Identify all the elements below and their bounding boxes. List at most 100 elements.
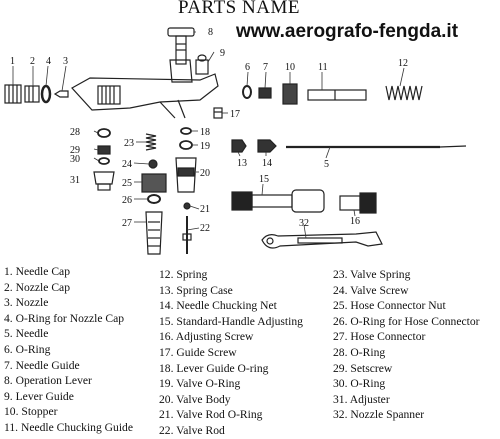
parts-list-item: 24. Valve Screw	[333, 283, 409, 297]
callout-3: 3	[63, 56, 68, 67]
part-nozzle-cap	[24, 85, 40, 103]
parts-list-item: 14. Needle Chucking Net	[159, 299, 277, 313]
parts-list-item: 17. Guide Screw	[159, 345, 237, 359]
part-handle	[231, 189, 325, 213]
callout-6: 6	[245, 62, 250, 73]
callout-30: 30	[70, 154, 80, 165]
parts-list-column-2: 12. Spring 13. Spring Case 14. Needle Ch…	[159, 267, 303, 439]
callout-2: 2	[30, 56, 35, 67]
parts-list-item: 5. Needle	[4, 327, 49, 341]
parts-list-item: 13. Spring Case	[159, 283, 233, 297]
parts-list-item: 28. O-Ring	[333, 345, 386, 359]
callout-12: 12	[398, 58, 408, 69]
callout-27: 27	[122, 218, 132, 229]
part-guide-screw	[213, 107, 223, 119]
callout-8: 8	[208, 27, 213, 38]
parts-list-item: 30. O-Ring	[333, 377, 386, 391]
parts-list-item: 32. Nozzle Spanner	[333, 408, 425, 422]
parts-list-item: 20. Valve Body	[159, 392, 231, 406]
part-oring-nozzle-cap	[40, 84, 52, 104]
part-oring-30	[98, 157, 110, 165]
callout-31: 31	[70, 175, 80, 186]
parts-list-item: 9. Lever Guide	[4, 389, 74, 403]
part-oring-28	[97, 128, 111, 138]
callout-32: 32	[299, 218, 309, 229]
callout-24: 24	[122, 159, 132, 170]
parts-list-item: 12. Spring	[159, 268, 208, 281]
callout-7: 7	[263, 62, 268, 73]
part-needle-chucking-guide	[307, 89, 367, 101]
part-spring	[385, 85, 423, 101]
callout-9: 9	[220, 48, 225, 59]
parts-list-item: 16. Adjusting Screw	[159, 330, 254, 344]
parts-list-item: 18. Lever Guide O-ring	[159, 361, 269, 375]
part-stopper	[282, 83, 298, 105]
parts-list-item: 29. Setscrew	[333, 361, 393, 375]
parts-list-item: 31. Adjuster	[333, 392, 390, 406]
part-setscrew	[97, 145, 111, 155]
parts-list-item: 19. Valve O-Ring	[159, 377, 241, 391]
part-operation-lever	[167, 27, 195, 65]
callout-25: 25	[122, 178, 132, 189]
part-oring-hose-connector	[147, 194, 161, 204]
part-valve-rod	[182, 216, 192, 254]
parts-list-item: 8. Operation Lever	[4, 374, 92, 388]
callout-26: 26	[122, 195, 132, 206]
parts-list-item: 4. O-Ring for Nozzle Cap	[4, 311, 125, 325]
callout-23: 23	[124, 138, 134, 149]
part-lever-guide-oring	[180, 127, 192, 135]
part-adjusting-screw	[339, 192, 377, 214]
part-valve-body	[175, 157, 197, 193]
parts-list-item: 1. Needle Cap	[4, 265, 70, 278]
part-adjuster	[93, 171, 115, 191]
parts-list-item: 26. O-Ring for Hose Connector	[333, 314, 480, 328]
part-nozzle	[53, 90, 69, 98]
parts-list-item: 25. Hose Connector Nut	[333, 299, 446, 313]
part-needle-cap	[4, 84, 22, 104]
callout-16: 16	[350, 216, 360, 227]
callout-13: 13	[237, 158, 247, 169]
callout-17: 17	[230, 109, 240, 120]
parts-list-item: 2. Nozzle Cap	[4, 280, 70, 294]
website-url: www.aerografo-fengda.it	[236, 21, 459, 42]
part-valve-spring	[145, 133, 157, 151]
part-spring-case	[231, 139, 247, 153]
parts-list-item: 22. Valve Rod	[159, 423, 225, 437]
part-valve-oring	[179, 140, 193, 150]
callout-10: 10	[285, 62, 295, 73]
callout-20: 20	[200, 168, 210, 179]
callout-21: 21	[200, 204, 210, 215]
parts-list-item: 27. Hose Connector	[333, 330, 426, 344]
callout-11: 11	[318, 62, 328, 73]
callout-1: 1	[10, 56, 15, 67]
parts-list-item: 3. Nozzle	[4, 296, 49, 310]
part-oring-6	[242, 85, 252, 99]
callout-4: 4	[46, 56, 51, 67]
parts-list-item: 6. O-Ring	[4, 342, 51, 356]
callout-22: 22	[200, 223, 210, 234]
part-valve-screw	[148, 159, 158, 169]
callout-14: 14	[262, 158, 272, 169]
page-title: PARTS NAME	[178, 0, 300, 18]
callout-29: 29	[70, 145, 80, 156]
parts-list-item: 15. Standard-Handle Adjusting	[159, 314, 303, 328]
parts-list-item: 7. Needle Guide	[4, 358, 80, 372]
part-lever-guide	[195, 54, 209, 75]
parts-list-item: 23. Valve Spring	[333, 268, 411, 281]
parts-list-item: 11. Needle Chucking Guide	[4, 420, 134, 434]
parts-list-item: 21. Valve Rod O-Ring	[159, 408, 263, 422]
parts-list-column-1: 1. Needle Cap 2. Nozzle Cap 3. Nozzle 4.…	[4, 264, 133, 436]
parts-list-column-3: 23. Valve Spring 24. Valve Screw 25. Hos…	[333, 267, 480, 423]
exploded-parts-diagram: 1 2 4 3 8 9 6 7 10 11 12 17 28 29 30 31 …	[4, 27, 467, 255]
part-needle-chucking-net	[257, 139, 277, 153]
part-nozzle-spanner	[261, 231, 383, 249]
part-needle-guide	[258, 87, 272, 99]
part-hose-connector	[145, 211, 163, 255]
parts-list-item: 10. Stopper	[4, 405, 58, 419]
part-hose-connector-nut	[141, 173, 167, 193]
leader-lines	[12, 31, 405, 239]
part-needle	[286, 145, 467, 149]
part-valve-rod-oring	[183, 202, 191, 210]
callout-15: 15	[259, 174, 269, 185]
callout-19: 19	[200, 141, 210, 152]
